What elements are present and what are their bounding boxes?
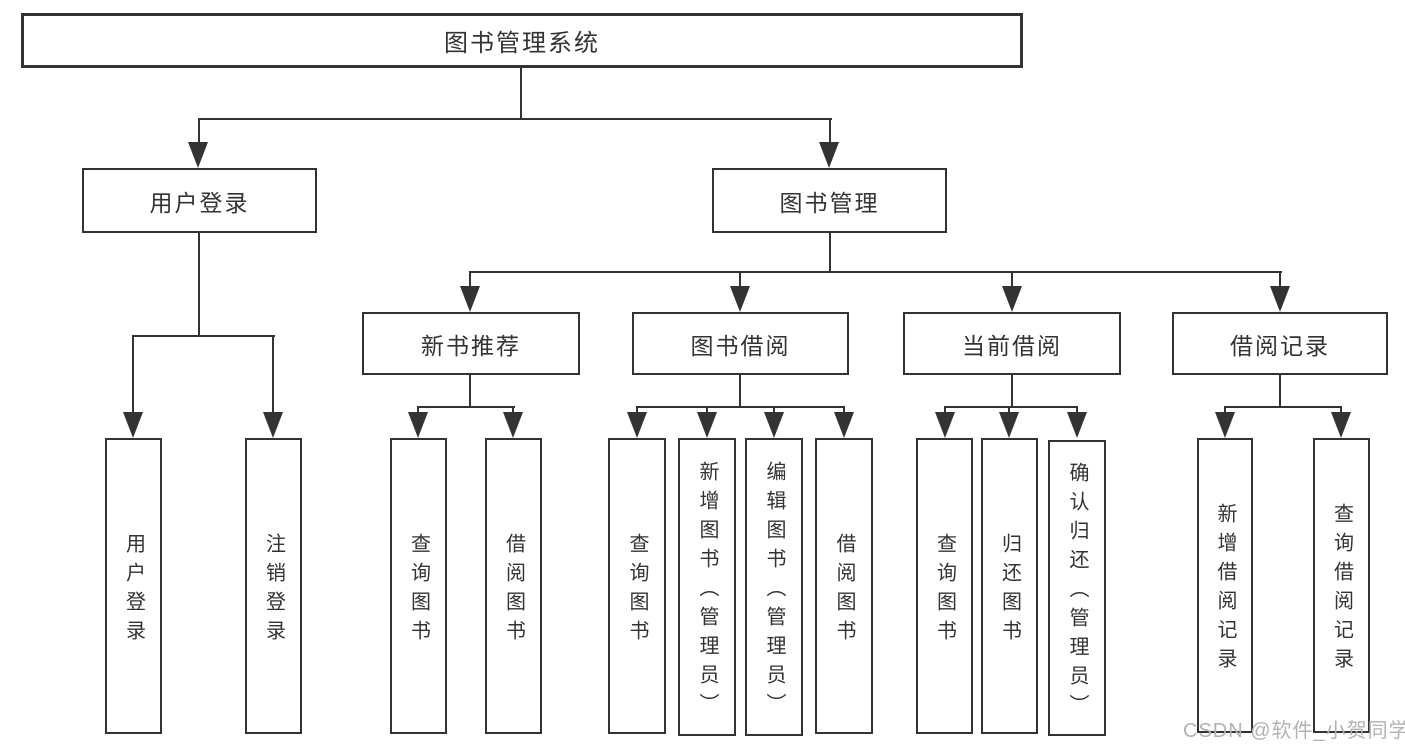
leaf-current-confirm-return-label: 确认归还（管理员） (1066, 462, 1088, 723)
connector-to-new-book (469, 273, 471, 289)
node-root: 图书管理系统 (21, 13, 1023, 68)
connector-to-leaf-logout (272, 337, 274, 414)
leaf-current-return-book: 归还图书 (981, 438, 1038, 734)
leaf-borrow-borrow-book: 借阅图书 (815, 438, 873, 734)
arrowhead-leaf-nb-borrow (503, 412, 523, 438)
node-borrow-record: 借阅记录 (1172, 312, 1388, 375)
leaf-logout-login-label: 注销登录 (262, 532, 285, 649)
connector-leaf-nb-query (417, 406, 419, 415)
node-user-login-label: 用户登录 (149, 189, 250, 216)
connector-root-stem (520, 68, 522, 120)
leaf-record-add-label: 新增借阅记录 (1214, 503, 1236, 677)
connector-to-borrow (739, 273, 741, 289)
connector-leaf-rec-add (1224, 406, 1226, 415)
arrowhead-book-mgmt (819, 142, 839, 168)
node-book-mgmt: 图书管理 (712, 168, 947, 233)
csdn-watermark: CSDN @软件_小贺同学 (1183, 720, 1405, 742)
arrowhead-leaf-login (123, 412, 143, 438)
arrowhead-user-login (188, 142, 208, 168)
connector-to-leaf-login (132, 337, 134, 414)
leaf-record-query: 查询借阅记录 (1313, 438, 1370, 733)
leaf-borrow-query-book: 查询图书 (608, 438, 666, 734)
connector-new-book-branch (417, 406, 515, 408)
arrowhead-leaf-bw-borrow (834, 412, 854, 438)
connector-user-login-branch (132, 335, 275, 337)
leaf-newbook-query-book: 查询图书 (390, 438, 447, 734)
leaf-borrow-borrow-book-label: 借阅图书 (833, 532, 855, 649)
arrowhead-record (1270, 286, 1290, 312)
connector-borrow-branch (636, 406, 845, 408)
leaf-logout-login: 注销登录 (245, 438, 302, 734)
connector-current-stem (1011, 375, 1013, 408)
connector-current-branch (944, 406, 1078, 408)
node-borrow-record-label: 借阅记录 (1230, 332, 1330, 359)
connector-book-mgmt-stem (829, 233, 831, 273)
connector-to-user-login (198, 120, 200, 146)
leaf-record-query-label: 查询借阅记录 (1330, 503, 1353, 677)
connector-to-current (1011, 273, 1013, 289)
leaf-newbook-borrow-book-label: 借阅图书 (502, 532, 525, 649)
connector-leaf-nb-borrow (512, 406, 514, 415)
node-new-book-rec-label: 新书推荐 (421, 332, 521, 359)
node-book-borrow-label: 图书借阅 (690, 332, 791, 359)
arrowhead-leaf-bw-query (627, 412, 647, 438)
leaf-borrow-query-book-label: 查询图书 (626, 532, 648, 649)
connector-record-stem (1279, 375, 1281, 408)
arrowhead-new-book (460, 286, 480, 312)
arrowhead-current (1002, 286, 1022, 312)
connector-to-record (1279, 273, 1281, 289)
leaf-user-login-label: 用户登录 (122, 532, 145, 649)
node-new-book-rec: 新书推荐 (362, 312, 580, 375)
leaf-newbook-query-book-label: 查询图书 (407, 532, 430, 649)
connector-leaf-bw-borrow (843, 406, 845, 415)
node-user-login: 用户登录 (82, 168, 317, 233)
connector-borrow-stem (739, 375, 741, 408)
connector-leaf-cur-query (944, 406, 946, 415)
arrowhead-borrow (730, 286, 750, 312)
leaf-current-confirm-return: 确认归还（管理员） (1048, 440, 1106, 736)
node-book-borrow: 图书借阅 (632, 312, 849, 375)
connector-leaf-rec-query (1340, 406, 1342, 415)
leaf-current-query-book: 查询图书 (916, 438, 973, 734)
arrowhead-leaf-nb-query (408, 412, 428, 438)
node-root-label: 图书管理系统 (444, 30, 600, 57)
leaf-newbook-borrow-book: 借阅图书 (485, 438, 542, 734)
node-current-borrow: 当前借阅 (903, 312, 1121, 375)
connector-level3-branch (469, 271, 1282, 273)
connector-leaf-cur-confirm (1076, 406, 1078, 415)
leaf-borrow-add-book: 新增图书（管理员） (678, 438, 736, 736)
connector-leaf-cur-return (1008, 406, 1010, 415)
leaf-user-login: 用户登录 (105, 438, 162, 734)
leaf-borrow-add-book-label: 新增图书（管理员） (696, 461, 718, 722)
connector-level2-branch (198, 118, 832, 120)
node-book-mgmt-label: 图书管理 (779, 189, 880, 216)
leaf-current-query-book-label: 查询图书 (933, 532, 956, 649)
leaf-current-return-book-label: 归还图书 (998, 532, 1021, 649)
arrowhead-leaf-bw-edit (764, 412, 784, 438)
arrowhead-leaf-rec-add (1215, 412, 1235, 438)
node-current-borrow-label: 当前借阅 (962, 332, 1062, 359)
leaf-borrow-edit-book-label: 编辑图书（管理员） (763, 461, 785, 722)
arrowhead-leaf-cur-return (999, 412, 1019, 438)
connector-leaf-bw-add (706, 406, 708, 415)
leaf-record-add: 新增借阅记录 (1197, 438, 1253, 733)
connector-user-login-stem (198, 233, 200, 337)
leaf-borrow-edit-book: 编辑图书（管理员） (745, 438, 803, 736)
connector-record-branch (1224, 406, 1342, 408)
arrowhead-leaf-rec-query (1331, 412, 1351, 438)
arrowhead-leaf-bw-add (697, 412, 717, 438)
connector-leaf-bw-edit (773, 406, 775, 415)
arrowhead-leaf-logout (263, 412, 283, 438)
connector-new-book-stem (469, 375, 471, 408)
arrowhead-leaf-cur-query (935, 412, 955, 438)
connector-leaf-bw-query (636, 406, 638, 415)
arrowhead-leaf-cur-confirm (1067, 412, 1087, 438)
connector-to-book-mgmt (829, 120, 831, 146)
